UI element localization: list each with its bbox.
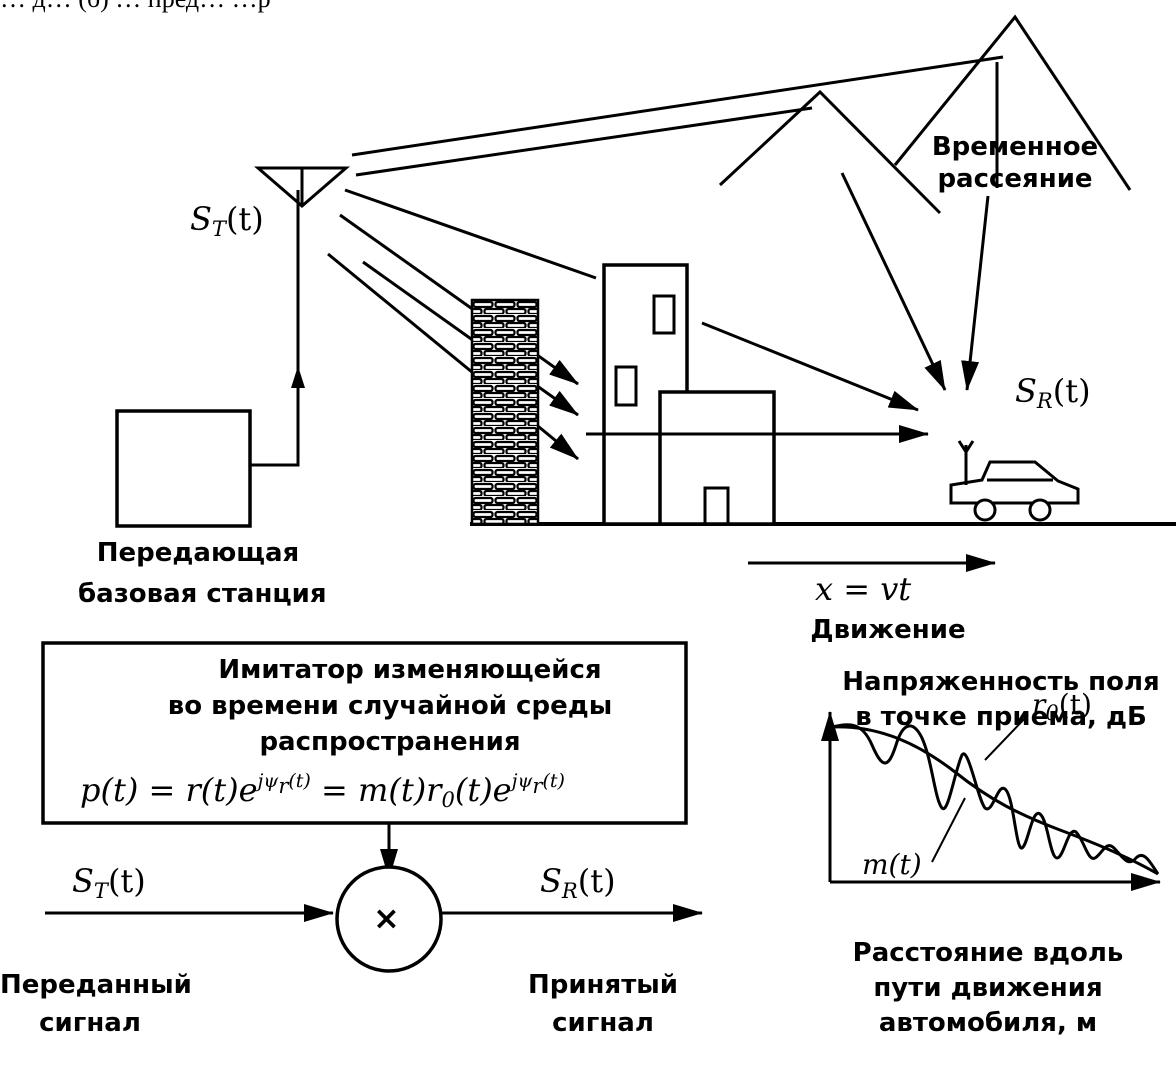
ray-wall-2 [363,262,578,415]
transmit-signal-symbol-bottom: ST(t) [72,862,146,903]
simulator-title-1: Имитатор изменяющейся [100,655,720,686]
car-icon [951,441,1078,520]
ray-wall-1 [340,215,578,384]
time-scattering-label-1: Временное [920,132,1110,163]
transmitter-box [117,411,250,526]
motion-formula: x = vt [815,570,911,608]
antenna-icon [258,168,346,206]
m-pointer [932,798,965,862]
transmitted-signal-label-2: сигнал [0,1008,180,1039]
simulator-formula: p(t) = r(t)ejψr(t) = m(t)r0(t)ejψr(t) [80,770,565,812]
ray-scatter-3 [967,196,988,390]
receive-signal-symbol-bottom: SR(t) [540,862,616,903]
ray-scatter-1 [842,173,945,390]
r0-label: r0(t) [1032,688,1092,725]
distance-axis-label-1: Расстояние вдоль [800,938,1176,969]
brick-wall [472,300,538,524]
receive-signal-symbol-top: SR(t) [1015,372,1091,413]
feed-arrowhead [291,366,305,388]
transmit-signal-symbol-top: ST(t) [190,200,264,241]
received-signal-label-2: сигнал [503,1008,703,1039]
simulator-title-3: распространения [80,727,700,758]
distance-axis-label-3: автомобиля, м [800,1008,1176,1039]
transmitted-signal-label-1: Переданный [0,970,180,1001]
distance-axis-label-2: пути движения [800,973,1176,1004]
received-signal-label-1: Принятый [503,970,703,1001]
ray-building [345,190,596,278]
m-label: m(t) [862,848,922,881]
simulator-title-2: во времени случайной среды [80,691,700,722]
time-scattering-label-2: рассеяние [920,164,1110,195]
field-strength-label-1: Напряженность поля [826,667,1176,698]
base-station-label-2: базовая станция [78,579,318,610]
field-strength-label-2: в точке приема, дБ [826,702,1176,733]
ray-mountain-1 [352,57,1003,155]
low-building [660,392,774,524]
motion-label: Движение [788,615,988,646]
multiplier-symbol: × [373,902,400,934]
base-station-label-1: Передающая [78,538,318,569]
